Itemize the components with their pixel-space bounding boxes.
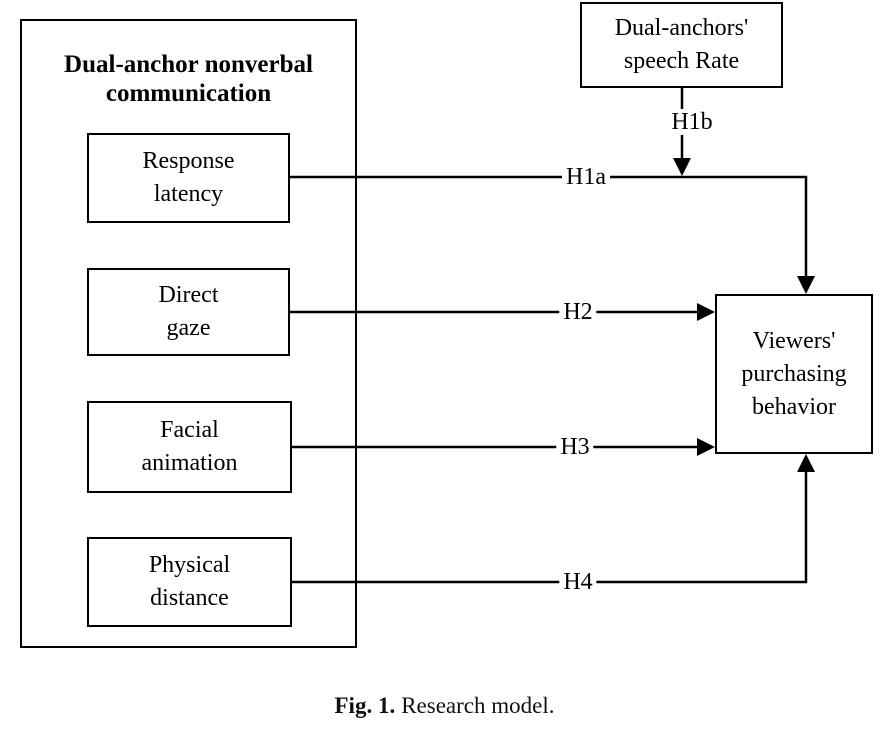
h4-arrowhead [797, 454, 815, 472]
node-viewers-purchasing-behavior: Viewers' purchasing behavior [715, 294, 873, 454]
node-label-line: Response [142, 148, 235, 174]
node-label-line: Dual-anchors' [614, 15, 749, 41]
caption-text: Research model. [401, 693, 555, 718]
h4-label: H4 [559, 569, 597, 595]
node-label-line: Facial [160, 417, 219, 443]
node-label-line: Viewers' [752, 327, 836, 354]
node-label-line: animation [141, 450, 238, 476]
h3-arrowhead [697, 438, 715, 456]
h4-connector [292, 470, 808, 584]
h2-arrowhead [697, 303, 715, 321]
node-physical-distance: Physical distance [87, 537, 292, 627]
node-label-line: distance [150, 585, 229, 611]
group-title: Dual-anchor nonverbal communication [22, 50, 355, 108]
node-speech-rate: Dual-anchors' speech Rate [580, 2, 783, 88]
node-facial-animation: Facial animation [87, 401, 292, 493]
h3-label: H3 [556, 434, 594, 460]
group-title-line2: communication [105, 80, 272, 107]
node-label-line: Physical [148, 552, 231, 578]
node-response-latency: Response latency [87, 133, 290, 223]
group-box-nonverbal-communication: Dual-anchor nonverbal communication [20, 19, 357, 648]
figure-caption: Fig. 1.Research model. [0, 692, 889, 720]
h1b-label: H1b [667, 109, 717, 135]
h2-label: H2 [559, 299, 597, 325]
node-direct-gaze: Direct gaze [87, 268, 290, 356]
h1b-arrowhead [673, 158, 691, 176]
node-label-line: gaze [166, 315, 211, 341]
h1a-arrowhead [797, 276, 815, 294]
h1a-connector [290, 175, 808, 280]
group-title-line1: Dual-anchor nonverbal [64, 51, 313, 78]
node-label-line: purchasing [741, 360, 847, 387]
node-label-line: speech Rate [623, 48, 740, 74]
node-label-line: latency [153, 181, 224, 207]
h1a-label: H1a [562, 164, 610, 190]
node-label-line: Direct [158, 282, 219, 308]
node-label-line: behavior [752, 393, 836, 420]
caption-label: Fig. 1. [334, 693, 396, 718]
